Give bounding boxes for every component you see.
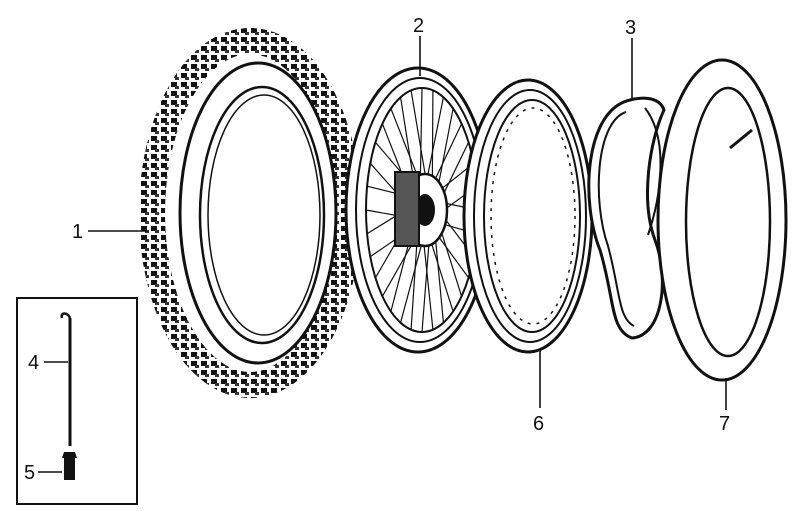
spoke-line (427, 233, 454, 312)
spoke-part (60, 312, 72, 446)
spoke-line (425, 97, 445, 187)
spoke-line (421, 232, 431, 333)
leader-lines (38, 36, 727, 473)
callout-5: 5 (24, 462, 35, 484)
callout-3: 3 (625, 17, 636, 39)
rim-part (462, 78, 594, 354)
spoke-line (410, 90, 428, 187)
nipple-part (62, 452, 77, 480)
inner-tube-part (656, 58, 788, 382)
spoke-line (419, 87, 423, 188)
spoke-line (433, 227, 445, 323)
spoked-wheel-part (344, 66, 492, 354)
callout-2: 2 (413, 15, 424, 37)
callout-7: 7 (719, 413, 730, 435)
spoke-line (410, 230, 419, 330)
spoke-line (399, 233, 425, 323)
rim-tape-part (587, 96, 666, 340)
tyre-part (139, 28, 361, 398)
spoke-line (431, 90, 434, 190)
callout-6: 6 (533, 413, 544, 435)
callout-1: 1 (72, 221, 83, 243)
inset-box (16, 297, 138, 505)
spoke-line (422, 233, 434, 330)
callout-4: 4 (28, 352, 39, 374)
